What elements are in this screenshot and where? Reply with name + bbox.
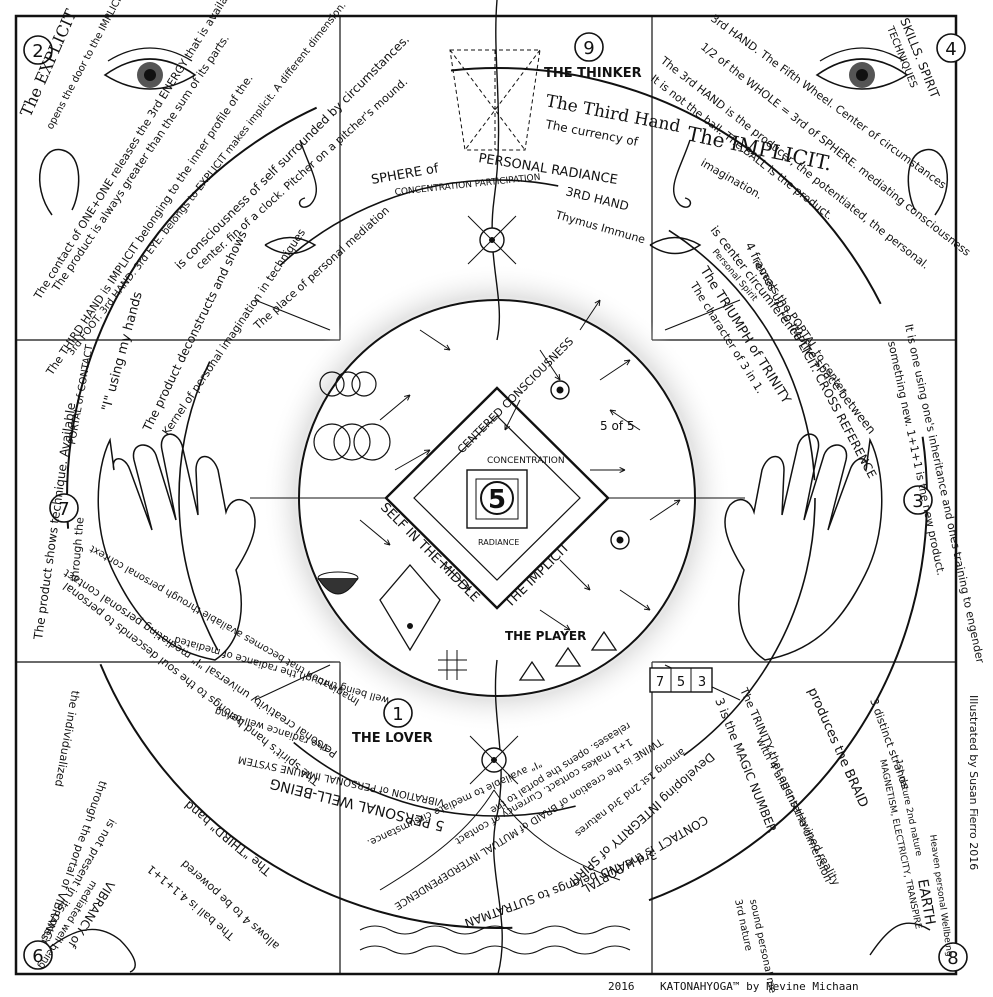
bottom-line-13: the individualized <box>52 689 82 787</box>
node-bottom <box>469 735 519 785</box>
bowl-sketch <box>317 571 359 595</box>
arrowhead-mark <box>594 299 601 307</box>
thinker-label: THE THINKER <box>544 66 642 81</box>
corner-number-7: 7 <box>49 493 79 523</box>
svg-text:5: 5 <box>677 675 685 690</box>
arrow-mark <box>559 559 591 591</box>
arrow-mark <box>419 329 451 351</box>
arrowhead-mark <box>619 466 626 474</box>
thymus-label: Thymus Immune <box>553 208 647 246</box>
arrow-mark <box>579 299 601 331</box>
player-label: THE PLAYER <box>505 629 586 643</box>
outer-frame <box>14 14 958 976</box>
footer-credit: Illustrated by Susan Fierro 2016 <box>967 695 980 870</box>
svg-text:6: 6 <box>32 946 43 967</box>
arrow-mark <box>439 559 471 591</box>
corner-number-2: 2 <box>23 35 53 65</box>
arrowhead-mark <box>554 373 561 381</box>
corner-number-3: 3 <box>903 485 933 515</box>
center-line-12: produces the BRAID <box>804 686 870 810</box>
arrow-mark <box>379 394 411 421</box>
box-753: 7 5 3 <box>649 667 713 693</box>
eye-icon <box>103 47 197 90</box>
arrowhead-mark <box>623 359 631 366</box>
svg-text:7: 7 <box>58 499 69 520</box>
ear-icon <box>38 148 949 216</box>
arrow-mark <box>609 409 641 431</box>
radiance-label: RADIANCE <box>478 538 519 547</box>
corner-number-9: 9 <box>574 32 604 62</box>
arrowhead-mark <box>504 423 511 431</box>
roots-sketch <box>359 789 631 955</box>
center-diamond <box>384 386 610 610</box>
arrowhead-mark <box>384 539 391 546</box>
arrow-mark <box>394 449 431 471</box>
arrow-mark <box>539 609 571 631</box>
rings-sketch <box>313 371 391 461</box>
arrow-field <box>359 299 681 631</box>
arrow-mark <box>504 399 521 431</box>
corner-number-4: 4 <box>936 33 966 63</box>
arrowhead-mark <box>443 344 451 351</box>
svg-text:4: 4 <box>945 39 956 60</box>
cord-line <box>491 0 503 975</box>
lover-label: THE LOVER <box>352 731 433 746</box>
arrowhead-mark <box>673 499 681 506</box>
svg-text:3: 3 <box>912 491 923 512</box>
through-label: through the <box>68 516 87 582</box>
arrowhead-mark <box>423 449 431 456</box>
svg-text:3: 3 <box>698 675 706 690</box>
nose-icon <box>298 139 692 208</box>
arrow-mark <box>619 589 651 611</box>
right-hand-icon <box>724 433 883 661</box>
foot-icon <box>39 922 931 973</box>
explicit-title: The EXPLICIT <box>16 6 80 120</box>
footer-year: 2016 <box>608 980 635 993</box>
arrowhead-mark <box>643 604 651 611</box>
arrowhead-mark <box>584 584 591 591</box>
portal-label: PORTAL of CONTACT <box>67 343 96 446</box>
arrowhead-mark <box>464 584 471 591</box>
arrowhead-mark <box>563 624 571 631</box>
svg-text:1: 1 <box>392 704 403 725</box>
arrowhead-mark <box>404 394 411 401</box>
arrow-mark <box>599 359 631 381</box>
corner-number-1: 1 <box>383 698 413 728</box>
right-line-3: The 3rd HAND is the producer, the potent… <box>657 54 931 272</box>
eye-icon <box>815 47 909 90</box>
arrow-mark <box>539 349 561 381</box>
svg-text:2: 2 <box>32 41 43 62</box>
five-of-five-label: 5 of 5 <box>600 419 634 433</box>
footer-brand: KATONAHYOGA™ by Nevine Michaan <box>660 980 859 993</box>
lattice-sketch <box>449 49 541 151</box>
sun-sketch <box>550 380 630 550</box>
svg-text:7: 7 <box>656 675 664 690</box>
node-top <box>467 215 517 265</box>
corner-number-6: 6 <box>23 940 53 970</box>
lips-icon <box>264 236 702 255</box>
center-line-8: 3rd HAND belongs to SUTRATMAN <box>463 847 659 930</box>
arrow-mark <box>649 499 681 521</box>
left-hand-icon <box>97 433 256 661</box>
corner-number-8: 8 <box>938 942 968 972</box>
tic-tac-toe-sketch <box>438 650 467 680</box>
kite-sketch <box>379 564 441 652</box>
third-hand-caps: 3RD HAND <box>564 184 630 213</box>
arrowhead-mark <box>609 409 617 416</box>
svg-text:8: 8 <box>947 948 958 969</box>
svg-text:9: 9 <box>583 38 594 59</box>
center-line-17: EARTH <box>914 878 938 926</box>
center-five: 5 <box>488 485 506 515</box>
concentration-label: CONCENTRATION <box>487 456 565 466</box>
triangles-sketch <box>518 630 618 681</box>
arrow-mark <box>359 519 391 546</box>
